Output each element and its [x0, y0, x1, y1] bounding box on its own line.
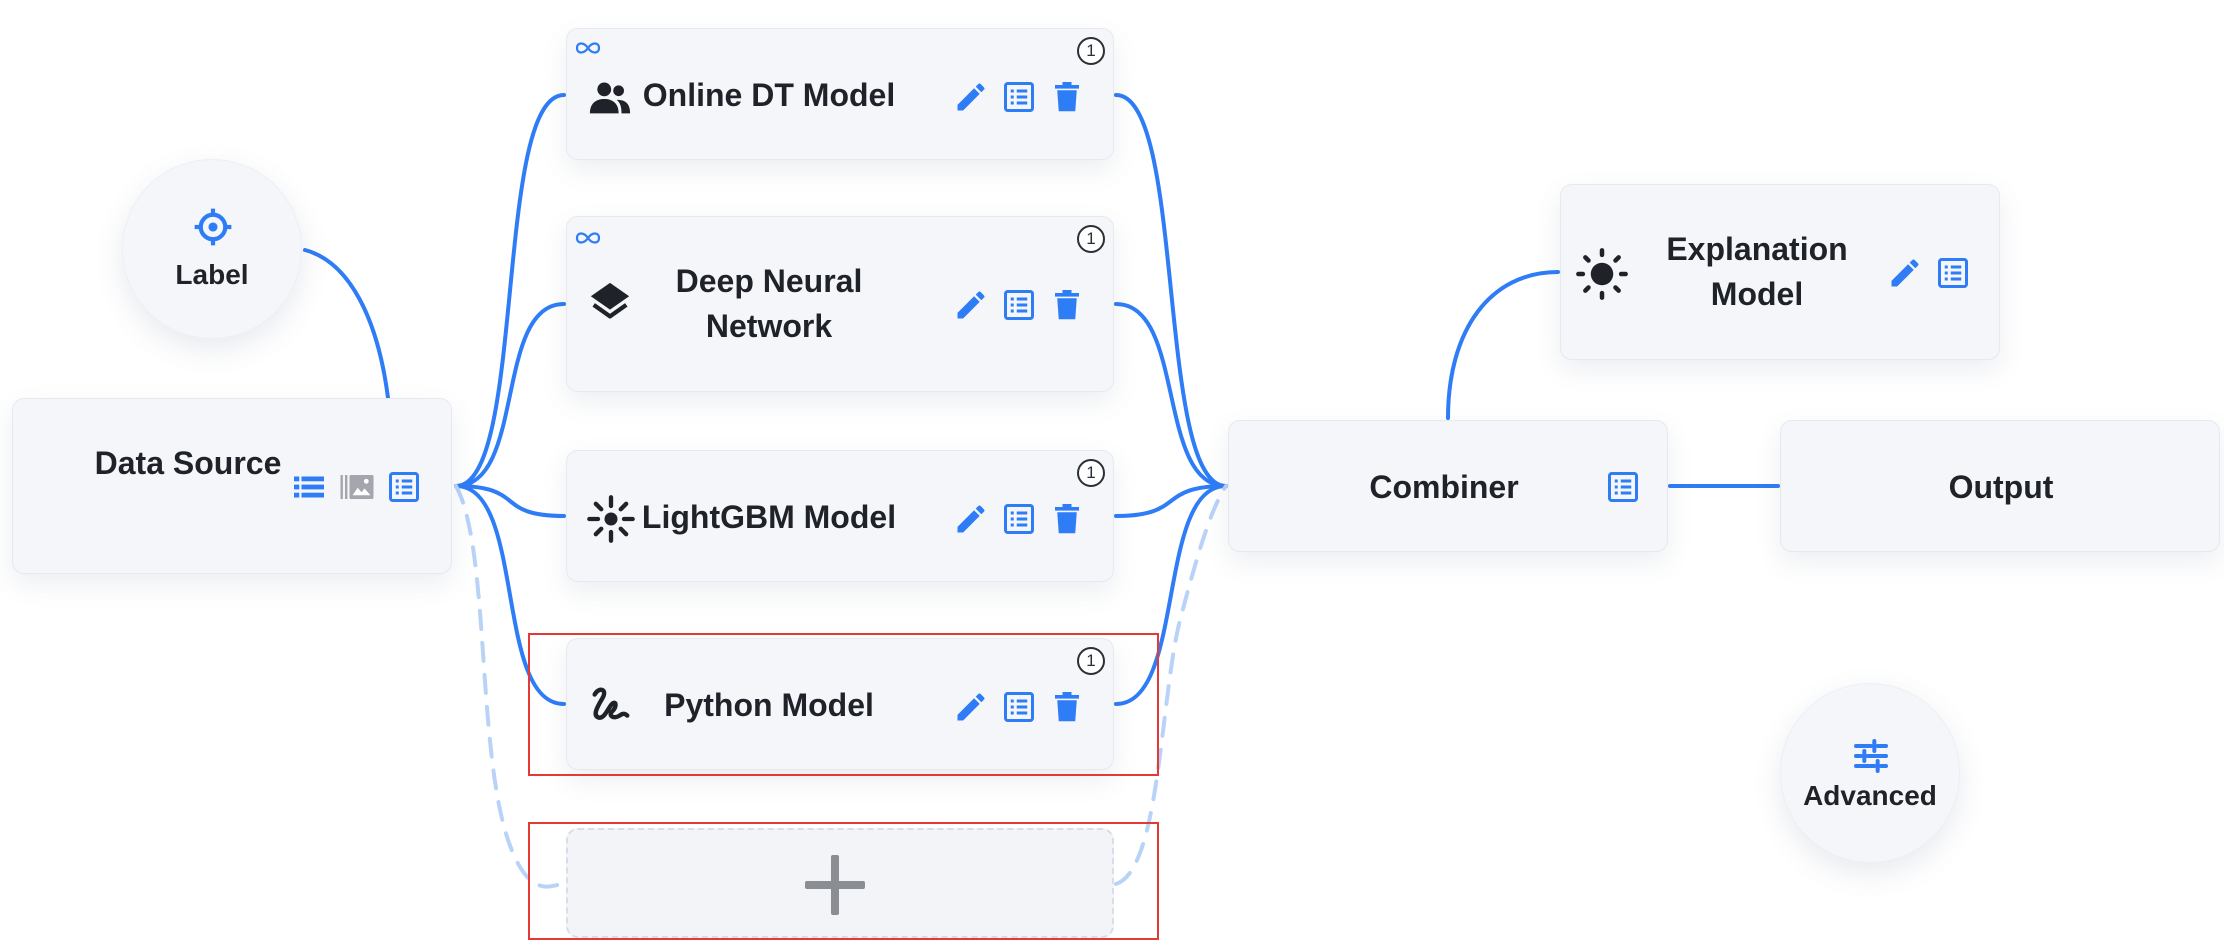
preview-sheet-icon[interactable]: [1001, 501, 1037, 537]
output-title: Output: [1948, 469, 2054, 505]
advanced-button[interactable]: Advanced: [1780, 683, 1960, 863]
crosshair-target-icon: [192, 206, 234, 248]
people-icon: [587, 75, 633, 121]
edge-data-source-to-lightgbm: [454, 484, 566, 518]
model-node-deep-neural-network[interactable]: 1 Deep Neural Network: [566, 216, 1114, 392]
scribble-icon: [587, 683, 633, 729]
output-node[interactable]: Output: [1780, 420, 2220, 552]
streaming-infinity-icon: [573, 39, 603, 57]
edit-icon[interactable]: [953, 287, 989, 323]
edge-data-source-to-deep-neural-network: [454, 302, 566, 488]
advanced-label: Advanced: [1803, 780, 1937, 811]
edge-lightgbm-to-combiner: [1114, 484, 1228, 518]
edge-data-source-to-python: [454, 484, 566, 706]
list-view-icon[interactable]: [291, 469, 327, 505]
preview-sheet-icon[interactable]: [1001, 689, 1037, 725]
model-title: Python Model: [664, 687, 874, 723]
label-node[interactable]: Label: [122, 159, 302, 339]
preview-sheet-icon[interactable]: [1605, 469, 1641, 505]
model-node-python[interactable]: 1 Python Model: [566, 638, 1114, 770]
model-node-lightgbm[interactable]: 1 LightGBM Model: [566, 450, 1114, 582]
model-count-badge: 1: [1077, 37, 1105, 65]
model-title: LightGBM Model: [641, 499, 897, 535]
layers-icon: [587, 279, 633, 325]
light-burst-icon: [585, 493, 637, 545]
combiner-node[interactable]: Combiner: [1228, 420, 1668, 552]
edge-deep-neural-network-to-combiner: [1114, 302, 1228, 488]
edge-python-to-combiner: [1114, 484, 1228, 706]
edge-data-source-to-online-dt: [454, 93, 566, 488]
combiner-title: Combiner: [1369, 469, 1519, 505]
model-count-badge: 1: [1077, 225, 1105, 253]
edit-icon[interactable]: [953, 79, 989, 115]
edge-label-to-data-source: [303, 248, 390, 400]
model-title: Deep Neural Network: [675, 263, 863, 344]
edit-icon[interactable]: [953, 689, 989, 725]
edge-online-dt-to-combiner: [1114, 93, 1228, 488]
label-node-title: Label: [175, 259, 249, 290]
edit-icon[interactable]: [1887, 255, 1923, 291]
preview-sheet-icon[interactable]: [1001, 79, 1037, 115]
model-title: Online DT Model: [642, 77, 896, 113]
delete-icon[interactable]: [1049, 689, 1085, 725]
preview-sheet-icon[interactable]: [1001, 287, 1037, 323]
sun-icon: [1575, 247, 1629, 301]
preview-sheet-icon[interactable]: [386, 469, 422, 505]
model-node-online-dt[interactable]: 1 Online DT Model: [566, 28, 1114, 160]
model-count-badge: 1: [1077, 459, 1105, 487]
image-gallery-icon[interactable]: [339, 469, 375, 505]
explanation-model-title: Explanation Model: [1666, 231, 1848, 312]
delete-icon[interactable]: [1049, 501, 1085, 537]
edge-combiner-to-explanation: [1446, 270, 1560, 420]
data-source-node[interactable]: Data Source: [12, 398, 452, 574]
explanation-model-node[interactable]: Explanation Model: [1560, 184, 2000, 360]
preview-sheet-icon[interactable]: [1935, 255, 1971, 291]
sliders-icon: [1851, 736, 1891, 776]
streaming-infinity-icon: [573, 229, 603, 247]
delete-icon[interactable]: [1049, 287, 1085, 323]
data-source-title: Data Source: [94, 445, 282, 481]
edit-icon[interactable]: [953, 501, 989, 537]
delete-icon[interactable]: [1049, 79, 1085, 115]
add-model-button[interactable]: [566, 828, 1114, 938]
edge-add-model-to-combiner: [1114, 484, 1228, 886]
edge-data-source-to-add-model: [454, 484, 566, 889]
model-count-badge: 1: [1077, 647, 1105, 675]
